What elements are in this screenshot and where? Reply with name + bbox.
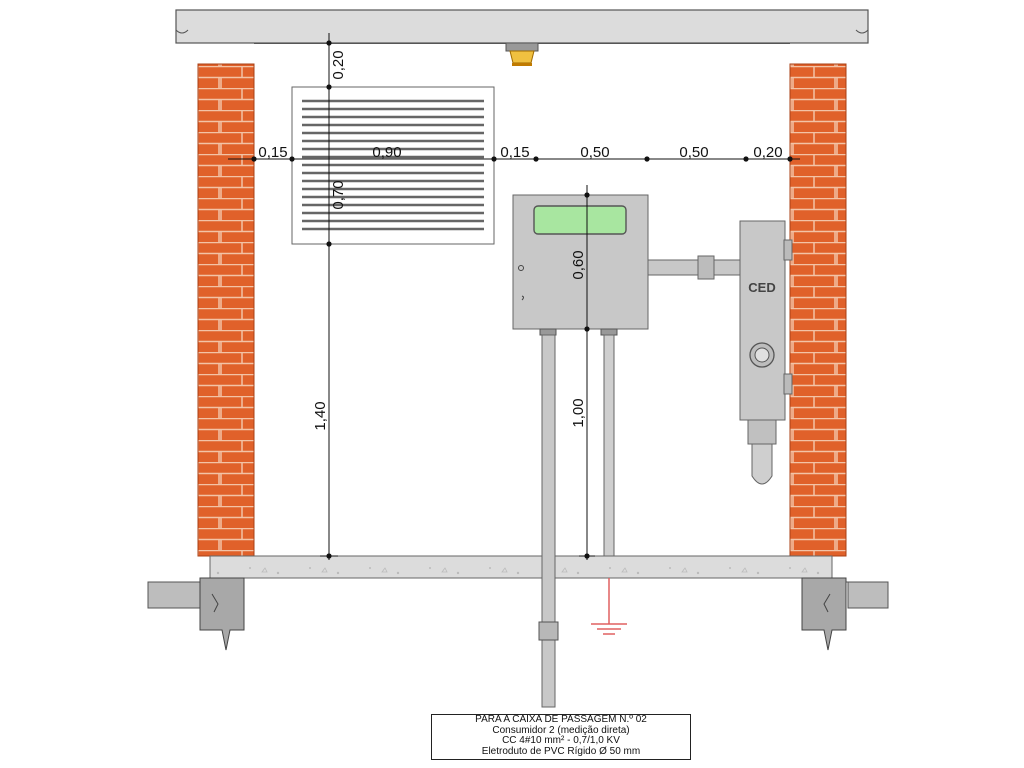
dim-vent-gap: 0,15 xyxy=(500,144,529,161)
grounding-conduit xyxy=(603,334,615,624)
floor-slab xyxy=(209,555,833,579)
ced-label: CED xyxy=(748,280,775,295)
note-line-4: Eletroduto de PVC Rígido Ø 50 mm xyxy=(481,745,641,757)
dim-left-margin: 0,15 xyxy=(258,144,287,161)
ground-and-footings xyxy=(147,577,889,651)
dim-vent-base-height: 1,40 xyxy=(312,401,329,430)
conduit-note: PARA A CAIXA DE PASSAGEM N.º 02 Consumid… xyxy=(431,714,691,760)
dim-vent-height: 0,70 xyxy=(330,180,347,209)
horizontal-dimension-line xyxy=(228,156,800,162)
dim-vent-width: 0,90 xyxy=(372,144,401,161)
ground-symbol-icon xyxy=(591,623,627,635)
vertical-dimension-left xyxy=(320,33,338,560)
note-line-1: PARA A CAIXA DE PASSAGEM N.º 02 xyxy=(475,714,647,725)
dim-span-b: 0,50 xyxy=(679,144,708,161)
dim-right-margin: 0,20 xyxy=(753,144,782,161)
light-fixture-icon xyxy=(505,42,539,66)
vertical-conduit xyxy=(538,334,559,708)
dim-box-base-height: 1,00 xyxy=(570,398,587,427)
meter-box xyxy=(512,194,649,336)
note-line-2: Consumidor 2 (medição direta) xyxy=(492,724,630,736)
horizontal-conduit xyxy=(647,255,741,280)
roof-slab xyxy=(175,9,869,44)
left-brick-wall xyxy=(197,63,255,557)
vertical-dimension-right xyxy=(579,185,595,560)
meter-display xyxy=(533,205,627,235)
ventilation-grille xyxy=(291,86,495,245)
dim-span-a: 0,50 xyxy=(580,144,609,161)
dim-top-clearance: 0,20 xyxy=(330,50,347,79)
ced-device: CED xyxy=(739,220,793,485)
note-line-3: CC 4#10 mm² - 0,7/1,0 KV xyxy=(502,735,620,746)
dim-box-height: 0,60 xyxy=(570,250,587,279)
right-brick-wall xyxy=(789,63,847,557)
